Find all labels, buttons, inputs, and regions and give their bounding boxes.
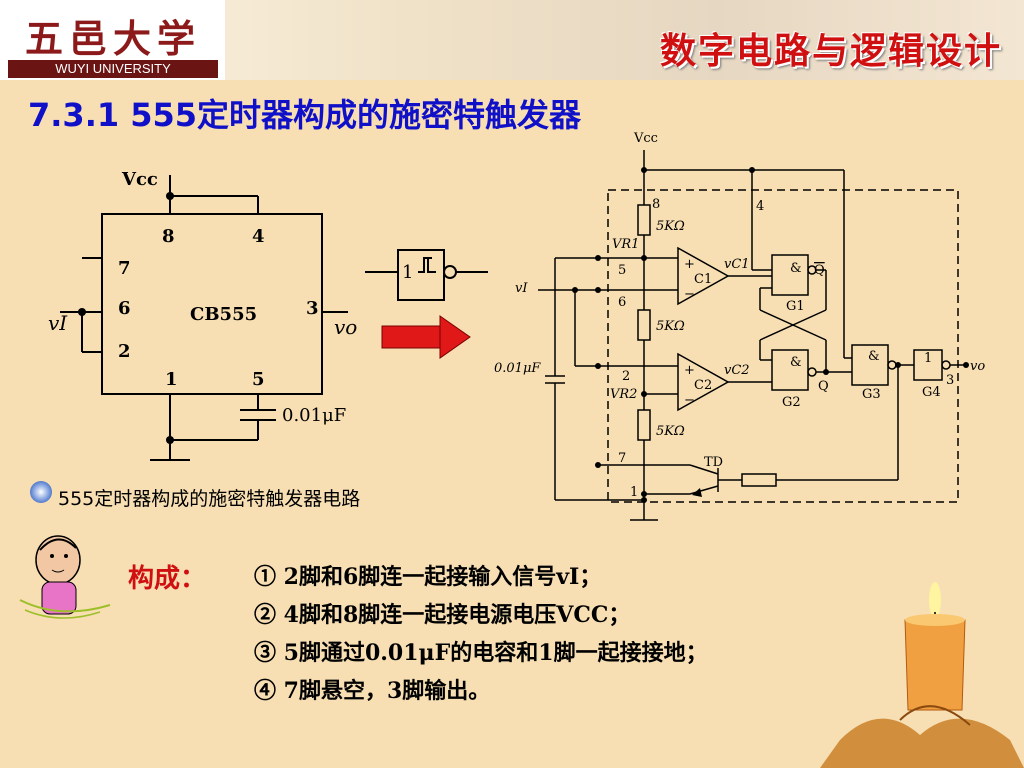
right-pin2-label: 2: [622, 369, 630, 384]
c1-minus-sign: −: [684, 287, 695, 302]
left-vi-label: vI: [48, 311, 68, 335]
vc1-label: vC1: [724, 257, 750, 272]
right-vi-label: vI: [515, 281, 528, 296]
left-pin8-label: 8: [162, 226, 175, 247]
composition-line-4: ④ 7脚悬空，3脚输出。: [254, 678, 491, 704]
composition-line-3: ③ 5脚通过0.01μF的电容和1脚一起接接地；: [254, 640, 708, 666]
left-vcc-label: Vcc: [121, 169, 158, 190]
gate-g1-label: G1: [786, 299, 805, 314]
left-pin4-label: 4: [252, 226, 265, 247]
thinking-cartoon-figure: [19, 535, 111, 619]
right-circuit: [538, 150, 966, 521]
g2-and-symbol: &: [790, 355, 802, 370]
right-r1-label: 5KΩ: [656, 219, 685, 234]
c2-minus-sign: −: [684, 393, 695, 408]
right-pin8-label: 8: [652, 197, 660, 212]
g1-and-symbol: &: [790, 261, 802, 276]
cb555-chip-body: [101, 213, 323, 395]
c2-plus-sign: +: [684, 363, 695, 378]
schmitt-symbol: [365, 249, 488, 301]
left-vo-label: vo: [334, 315, 357, 339]
right-r3-label: 5KΩ: [656, 424, 685, 439]
left-cap-label: 0.01μF: [282, 405, 346, 426]
left-pin1-label: 1: [165, 369, 178, 390]
right-pin4-label: 4: [756, 199, 764, 214]
composition-line-1: ① 2脚和6脚连一起接输入信号vI；: [254, 564, 602, 590]
section-title: 7.3.1 555定时器构成的施密特触发器: [28, 96, 582, 134]
right-cap-label: 0.01μF: [494, 361, 541, 376]
q-bar-label: Q: [814, 263, 825, 278]
right-r2-label: 5KΩ: [656, 319, 685, 334]
candle-decoration: [820, 582, 1024, 768]
logo-english-text: WUYI UNIVERSITY: [8, 60, 218, 78]
left-pin6-label: 6: [118, 298, 131, 319]
right-pin6-label: 6: [618, 295, 626, 310]
vc2-label: vC2: [724, 363, 750, 378]
discharge-transistor-label: TD: [704, 455, 723, 470]
composition-label: 构成：: [128, 564, 207, 594]
right-vr2-label: VR2: [610, 387, 637, 402]
comparator-c2-label: C2: [694, 378, 712, 393]
left-pin2-label: 2: [118, 341, 131, 362]
course-title: 数字电路与逻辑设计: [659, 31, 1002, 72]
composition-list: ① 2脚和6脚连一起接输入信号vI； ② 4脚和8脚连一起接电源电压VCC； ③…: [254, 558, 708, 710]
right-pin3-label: 3: [946, 373, 954, 388]
right-vcc-label: Vcc: [633, 131, 658, 146]
composition-line-2: ② 4脚和8脚连一起接电源电压VCC；: [254, 602, 631, 628]
right-vr1-label: VR1: [612, 237, 639, 252]
red-arrow: [381, 315, 471, 359]
g4-not-symbol: 1: [924, 351, 932, 366]
left-circuit: [60, 175, 348, 461]
left-chip-name: CB555: [190, 304, 257, 325]
logo-chinese-text: 五邑大学: [24, 16, 201, 61]
gate-g3-label: G3: [862, 387, 881, 402]
gate-g4-label: G4: [922, 385, 941, 400]
left-pin7-label: 7: [118, 258, 131, 279]
university-logo: 五邑大学 WUYI UNIVERSITY: [0, 0, 225, 80]
left-pin5-label: 5: [252, 369, 265, 390]
schmitt-symbol-label: 1: [402, 262, 413, 283]
diagram-caption: 555定时器构成的施密特触发器电路: [58, 488, 361, 510]
gate-g2-label: G2: [782, 395, 801, 410]
c1-plus-sign: +: [684, 257, 695, 272]
right-vo-label: vo: [970, 359, 985, 374]
bullet-icon: [30, 481, 52, 503]
comparator-c1-label: C1: [694, 272, 712, 287]
q-label: Q: [818, 379, 829, 394]
left-pin3-label: 3: [306, 298, 319, 319]
right-pin1-label: 1: [630, 485, 638, 500]
right-pin5-label: 5: [618, 263, 626, 278]
right-pin7-label: 7: [618, 451, 626, 466]
g3-and-symbol: &: [868, 349, 880, 364]
header-banner: 五邑大学 WUYI UNIVERSITY 数字电路与逻辑设计: [0, 0, 1024, 80]
